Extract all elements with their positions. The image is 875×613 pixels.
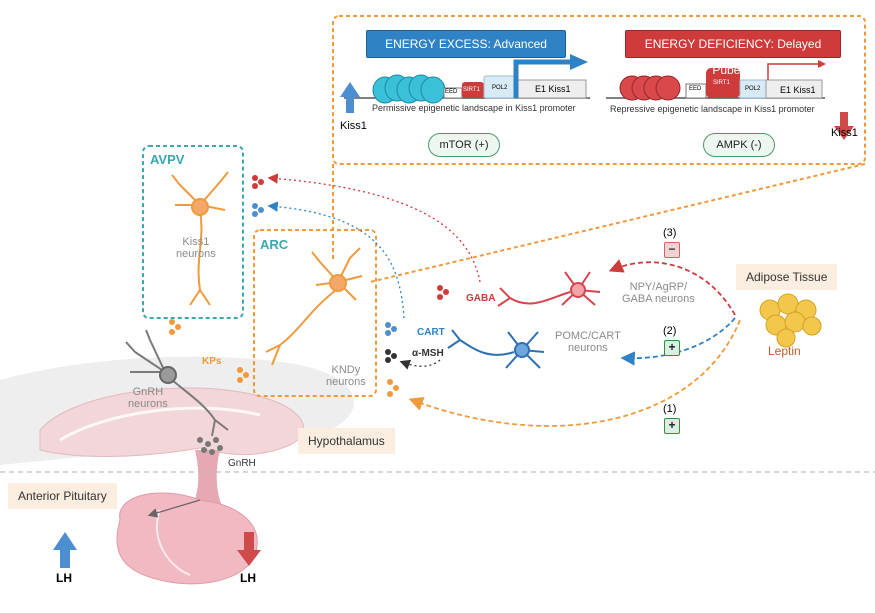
excess-sirt1-label: SIRT1 [463, 87, 480, 93]
avpv-neuron-icon [171, 171, 229, 306]
arc-neuron-label: KNDy neurons [326, 364, 366, 389]
black-signal-dots [385, 349, 397, 363]
kiss1-down-arrow-icon [834, 112, 854, 140]
pomc-neuron-icon [447, 329, 545, 369]
lh-up-arrow-icon [53, 532, 77, 568]
kps-label: KPs [202, 356, 222, 367]
gaba-label: GABA [466, 293, 496, 304]
npy-neuron-label: NPY/AgRP/ GABA neurons [622, 281, 695, 306]
pathway-3-label: (3) [663, 227, 677, 239]
pathway-3-arrow [608, 259, 736, 316]
pathway-2-sign: + [664, 340, 680, 356]
pathway-1-arrow [408, 319, 741, 427]
arc-neuron-icon [265, 247, 363, 366]
lh-down-label: LH [240, 571, 256, 585]
excess-caption: Permissive epigenetic landscape in Kiss1… [372, 103, 576, 113]
gnrh-neuron-icon [125, 329, 229, 437]
pathway-3-sign: − [664, 242, 680, 258]
cart-to-avpv-arrow [267, 201, 405, 319]
kiss1-up-label: Kiss1 [340, 120, 367, 132]
deficiency-caption: Repressive epigenetic landscape in Kiss1… [610, 104, 815, 114]
adipocyte-cluster-icon [759, 293, 822, 348]
deficiency-sirt1-label: SIRT1 [713, 80, 730, 86]
avpv-box [142, 145, 244, 319]
energy-excess-banner: ENERGY EXCESS: Advanced Puberty [366, 30, 566, 77]
pathway-1-sign: + [664, 418, 680, 434]
epigenetic-panel-border [332, 15, 866, 165]
orange-signal-dots [169, 319, 399, 397]
excess-eed-label: EED [445, 89, 458, 95]
lh-up-label: LH [56, 571, 72, 585]
lh-down-arrow-icon [237, 532, 261, 566]
npy-neuron-icon [497, 271, 601, 307]
hypothalamus-tag: Hypothalamus [298, 428, 395, 454]
gray-signal-dots [197, 437, 223, 455]
amsh-label: α-MSH [412, 348, 444, 359]
deficiency-eed-label: EED [689, 86, 702, 92]
kiss1-down-label: Kiss1 [831, 127, 858, 139]
adipose-tissue-tag: Adipose Tissue [736, 264, 838, 290]
avpv-title: AVPV [150, 152, 185, 167]
gnrh-neuron-label: GnRH neurons [128, 386, 168, 411]
ampk-badge: AMPK (-) [703, 133, 775, 157]
deficiency-pol2-label: POL2 [745, 86, 761, 92]
gnrh-label: GnRH [228, 458, 256, 469]
anterior-pituitary-tag: Anterior Pituitary [8, 483, 117, 509]
excess-pol2-label: POL2 [492, 85, 508, 91]
amsh-arrow [399, 359, 441, 370]
cart-label: CART [417, 327, 445, 338]
pituitary-gland [116, 492, 258, 585]
pathway-2-arrow [620, 317, 736, 366]
energy-deficiency-banner: ENERGY DEFICIENCY: Delayed Puberty [625, 30, 841, 77]
deficiency-gene-label: E1 Kiss1 [780, 85, 816, 95]
excess-chromatin [344, 54, 590, 104]
mtor-badge: mTOR (+) [428, 133, 500, 157]
red-signal-dots [252, 175, 449, 300]
deficiency-chromatin [606, 60, 826, 101]
arc-title: ARC [260, 237, 289, 252]
pathway-1-label: (1) [663, 403, 677, 415]
avpv-neuron-label: Kiss1 neurons [176, 236, 216, 261]
kiss1-up-arrow-icon [340, 82, 360, 113]
hypothalamus-shape [39, 387, 305, 457]
leptin-label: Leptin [768, 344, 801, 358]
arc-box [253, 229, 377, 397]
pathway-2-label: (2) [663, 325, 677, 337]
excess-gene-label: E1 Kiss1 [535, 84, 571, 94]
pituitary-stalk [190, 450, 225, 512]
blue-signal-dots [252, 203, 397, 336]
gaba-to-avpv-arrow [267, 173, 481, 283]
pomc-neuron-label: POMC/CART neurons [555, 330, 621, 355]
